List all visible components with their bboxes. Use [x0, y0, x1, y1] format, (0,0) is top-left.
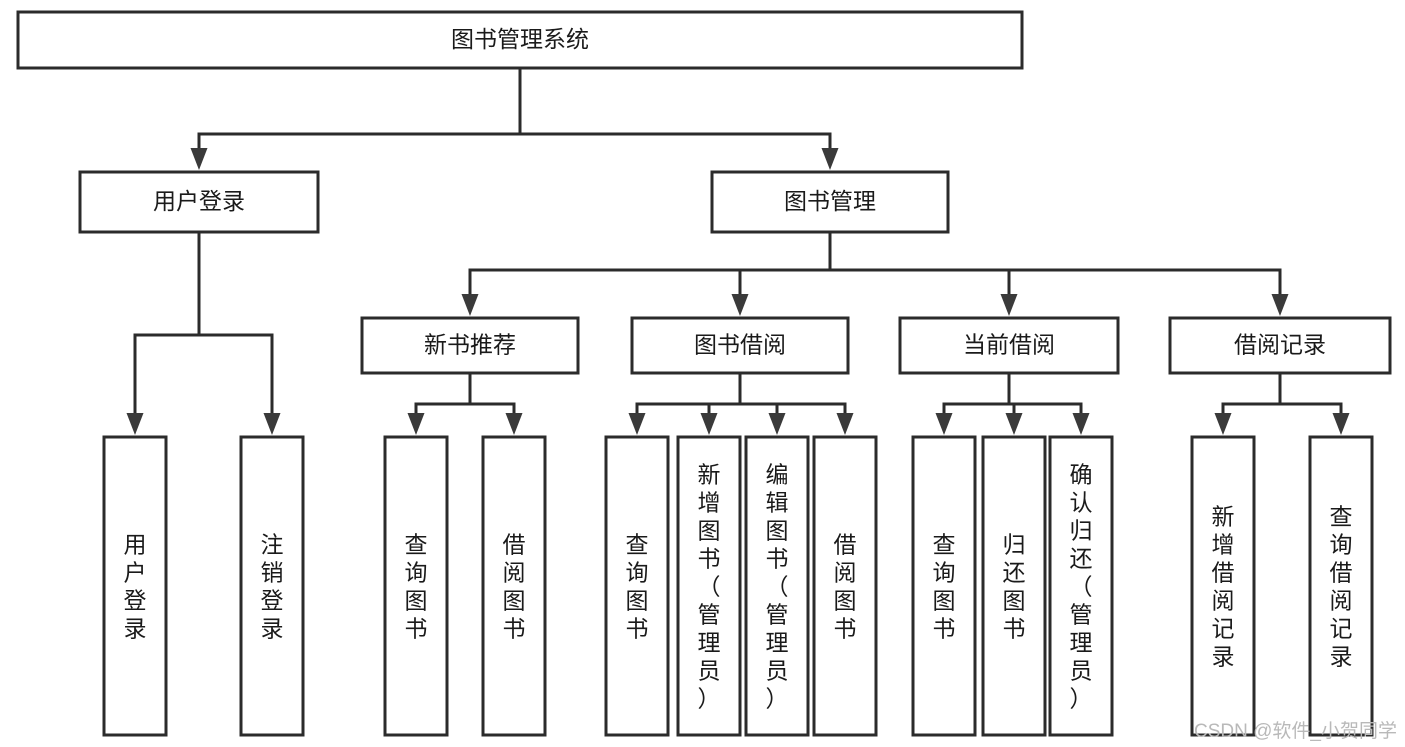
node-book-manage[interactable]: 图书管理 — [710, 170, 950, 234]
node-box-leaf-query-record[interactable] — [1308, 435, 1374, 737]
node-leaf-borrow-book[interactable]: 借阅图书 — [812, 435, 878, 737]
node-leaf-borrow-book-rec[interactable]: 借阅图书 — [481, 435, 547, 737]
arrow-head-icon-book-borrow — [731, 294, 749, 316]
node-root[interactable]: 图书管理系统 — [16, 10, 1024, 70]
node-label-book-borrow: 图书借阅 — [694, 332, 786, 358]
node-current-borrow[interactable]: 当前借阅 — [898, 316, 1120, 375]
arrow-head-icon-leaf-query-book-current — [935, 413, 953, 435]
node-box-book-manage[interactable] — [710, 170, 950, 234]
node-leaf-query-book-borrow[interactable]: 查询图书 — [604, 435, 670, 737]
node-box-leaf-logout[interactable] — [239, 435, 305, 737]
node-box-leaf-confirm-return[interactable] — [1048, 435, 1114, 737]
csdn-watermark: CSDN @软件_小贺同学 — [1194, 721, 1397, 742]
node-label-leaf-add-book: 新增图书（管理员） — [698, 461, 721, 711]
node-box-leaf-query-book-borrow[interactable] — [604, 435, 670, 737]
node-label-leaf-return-book: 归还图书 — [1003, 531, 1026, 641]
node-box-new-book-rec[interactable] — [360, 316, 580, 375]
node-box-root[interactable] — [16, 10, 1024, 70]
node-label-borrow-record: 借阅记录 — [1234, 332, 1326, 358]
node-label-leaf-logout: 注销登录 — [261, 531, 284, 641]
node-leaf-edit-book[interactable]: 编辑图书（管理员） — [744, 435, 810, 737]
node-leaf-return-book[interactable]: 归还图书 — [981, 435, 1047, 737]
node-leaf-add-record[interactable]: 新增借阅记录 — [1190, 435, 1256, 737]
node-label-leaf-edit-book: 编辑图书（管理员） — [766, 461, 789, 711]
arrow-head-icon-leaf-add-book — [700, 413, 718, 435]
arrow-head-icon-current-borrow — [1000, 294, 1018, 316]
node-box-borrow-record[interactable] — [1168, 316, 1392, 375]
node-box-leaf-edit-book[interactable] — [744, 435, 810, 737]
node-leaf-user-login[interactable]: 用户登录 — [102, 435, 168, 737]
node-label-leaf-borrow-book: 借阅图书 — [834, 531, 857, 641]
node-borrow-record[interactable]: 借阅记录 — [1168, 316, 1392, 375]
node-layer: 图书管理系统用户登录图书管理新书推荐图书借阅当前借阅借阅记录用户登录注销登录查询… — [16, 10, 1392, 737]
node-leaf-query-book-current[interactable]: 查询图书 — [911, 435, 977, 737]
node-box-user-login[interactable] — [78, 170, 320, 234]
node-box-leaf-add-book[interactable] — [676, 435, 742, 737]
node-book-borrow[interactable]: 图书借阅 — [630, 316, 850, 375]
arrow-head-icon-leaf-add-record — [1214, 413, 1232, 435]
arrow-head-icon-new-book-rec — [461, 294, 479, 316]
node-leaf-logout[interactable]: 注销登录 — [239, 435, 305, 737]
arrow-head-icon-leaf-borrow-book — [836, 413, 854, 435]
arrow-head-icon-leaf-logout — [263, 413, 281, 435]
node-label-leaf-query-book-borrow: 查询图书 — [626, 531, 649, 641]
node-leaf-add-book[interactable]: 新增图书（管理员） — [676, 435, 742, 737]
node-label-current-borrow: 当前借阅 — [963, 332, 1055, 358]
arrow-head-icon-leaf-query-book-rec — [407, 413, 425, 435]
node-box-leaf-add-record[interactable] — [1190, 435, 1256, 737]
node-box-leaf-return-book[interactable] — [981, 435, 1047, 737]
node-leaf-query-book-rec[interactable]: 查询图书 — [383, 435, 449, 737]
node-label-leaf-add-record: 新增借阅记录 — [1212, 503, 1235, 669]
node-box-leaf-borrow-book-rec[interactable] — [481, 435, 547, 737]
node-label-book-manage: 图书管理 — [784, 188, 876, 214]
arrow-head-icon-leaf-user-login — [126, 413, 144, 435]
arrow-head-icon-leaf-return-book — [1005, 413, 1023, 435]
node-label-new-book-rec: 新书推荐 — [424, 332, 516, 358]
node-new-book-rec[interactable]: 新书推荐 — [360, 316, 580, 375]
arrow-head-icon-leaf-edit-book — [768, 413, 786, 435]
node-box-current-borrow[interactable] — [898, 316, 1120, 375]
arrow-head-icon-book-manage — [821, 148, 839, 170]
node-label-leaf-query-book-rec: 查询图书 — [405, 531, 428, 641]
node-label-leaf-query-record: 查询借阅记录 — [1330, 503, 1353, 669]
node-user-login[interactable]: 用户登录 — [78, 170, 320, 234]
arrow-head-icon-borrow-record — [1271, 294, 1289, 316]
node-label-leaf-query-book-current: 查询图书 — [933, 531, 956, 641]
node-label-leaf-user-login: 用户登录 — [124, 531, 147, 641]
node-box-leaf-borrow-book[interactable] — [812, 435, 878, 737]
node-label-user-login: 用户登录 — [153, 188, 245, 214]
node-box-leaf-user-login[interactable] — [102, 435, 168, 737]
node-box-leaf-query-book-rec[interactable] — [383, 435, 449, 737]
arrow-head-icon-leaf-query-record — [1332, 413, 1350, 435]
node-label-leaf-confirm-return: 确认归还（管理员） — [1070, 461, 1093, 711]
node-leaf-query-record[interactable]: 查询借阅记录 — [1308, 435, 1374, 737]
connector-layer — [126, 66, 1350, 435]
arrow-head-icon-leaf-query-book-borrow — [628, 413, 646, 435]
node-label-leaf-borrow-book-rec: 借阅图书 — [503, 531, 526, 641]
node-box-leaf-query-book-current[interactable] — [911, 435, 977, 737]
node-leaf-confirm-return[interactable]: 确认归还（管理员） — [1048, 435, 1114, 737]
arrow-head-icon-leaf-borrow-book-rec — [505, 413, 523, 435]
node-label-root: 图书管理系统 — [451, 26, 589, 52]
arrow-head-icon-user-login — [190, 148, 208, 170]
node-box-book-borrow[interactable] — [630, 316, 850, 375]
arrow-head-icon-leaf-confirm-return — [1072, 413, 1090, 435]
